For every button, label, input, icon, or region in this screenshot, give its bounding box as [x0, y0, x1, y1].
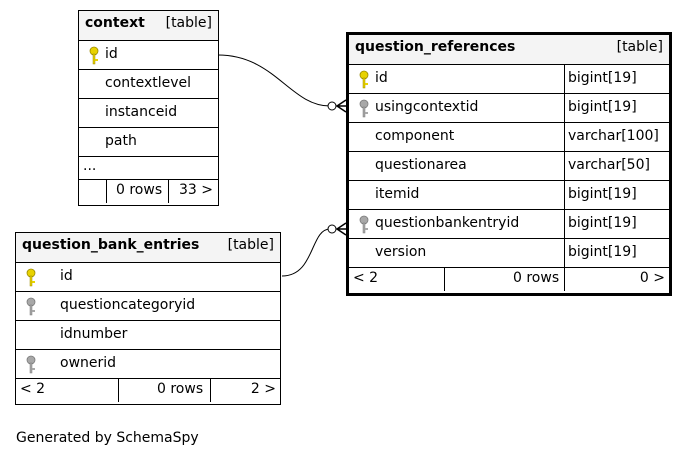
- foreign-key-icon: [26, 355, 36, 374]
- column-type: bigint[19]: [568, 70, 637, 86]
- crow-foot-marker: [335, 222, 347, 236]
- column-name: ownerid: [60, 355, 117, 371]
- table-row[interactable]: questionarea varchar[50]: [349, 151, 669, 180]
- table-row[interactable]: id: [16, 262, 280, 291]
- table-row[interactable]: id: [79, 40, 218, 69]
- column-name: id: [375, 70, 388, 86]
- table-header[interactable]: question_bank_entries [table]: [16, 233, 280, 262]
- table-row[interactable]: instanceid: [79, 98, 218, 127]
- column-type: bigint[19]: [568, 244, 637, 260]
- table-name: context: [85, 15, 145, 31]
- column-name: itemid: [375, 186, 420, 202]
- primary-key-icon: [359, 70, 369, 89]
- table-name: question_references: [355, 39, 516, 55]
- table-row[interactable]: questioncategoryid: [16, 291, 280, 320]
- child-count-link[interactable]: 0 >: [639, 270, 665, 286]
- column-name: path: [105, 133, 137, 149]
- table-row[interactable]: usingcontextid bigint[19]: [349, 93, 669, 122]
- table-row[interactable]: path: [79, 127, 218, 156]
- optional-marker: [327, 224, 337, 234]
- table-kind-label: [table]: [616, 39, 663, 55]
- table-row[interactable]: ownerid: [16, 349, 280, 378]
- row-count: 0 rows: [157, 381, 204, 397]
- optional-marker: [327, 101, 337, 111]
- crow-foot-marker: [335, 99, 347, 113]
- table-footer: < 2 0 rows 0 >: [349, 267, 669, 291]
- column-name: usingcontextid: [375, 99, 479, 115]
- table-row[interactable]: questionbankentryid bigint[19]: [349, 209, 669, 238]
- column-type: varchar[50]: [568, 157, 650, 173]
- column-type: varchar[100]: [568, 128, 659, 144]
- column-name: version: [375, 244, 427, 260]
- column-name: component: [375, 128, 455, 144]
- more-columns-row[interactable]: ...: [79, 156, 218, 179]
- table-row[interactable]: itemid bigint[19]: [349, 180, 669, 209]
- parent-count-link[interactable]: < 2: [353, 270, 379, 286]
- column-type: bigint[19]: [568, 215, 637, 231]
- column-name: instanceid: [105, 104, 178, 120]
- column-name: questioncategoryid: [60, 297, 196, 313]
- primary-key-icon: [26, 268, 36, 287]
- relation-qbe-to-question-references: [281, 228, 331, 277]
- primary-key-icon: [89, 46, 99, 65]
- foreign-key-icon: [359, 99, 369, 118]
- table-row[interactable]: version bigint[19]: [349, 238, 669, 267]
- column-name: questionarea: [375, 157, 467, 173]
- column-name: idnumber: [60, 326, 128, 342]
- column-name: contextlevel: [105, 75, 192, 91]
- table-question-bank-entries[interactable]: question_bank_entries [table] id questio…: [15, 232, 281, 405]
- parent-count-link[interactable]: < 2: [20, 381, 46, 397]
- relation-context-to-question-references: [217, 54, 331, 107]
- column-name: questionbankentryid: [375, 215, 520, 231]
- child-count-link[interactable]: 2 >: [250, 381, 276, 397]
- column-name: id: [60, 268, 73, 284]
- row-count: 0 rows: [116, 182, 163, 198]
- table-footer: 0 rows 33 >: [79, 179, 218, 203]
- child-count-link[interactable]: 33 >: [179, 182, 213, 198]
- table-row[interactable]: contextlevel: [79, 69, 218, 98]
- table-row[interactable]: id bigint[19]: [349, 64, 669, 93]
- table-header[interactable]: question_references [table]: [349, 35, 669, 64]
- table-header[interactable]: context [table]: [79, 11, 218, 40]
- more-columns-ellipsis: ...: [83, 158, 97, 174]
- foreign-key-icon: [26, 297, 36, 316]
- row-count: 0 rows: [513, 270, 560, 286]
- table-question-references[interactable]: question_references [table] id bigint[19…: [346, 32, 672, 296]
- column-type: bigint[19]: [568, 186, 637, 202]
- table-row[interactable]: component varchar[100]: [349, 122, 669, 151]
- table-name: question_bank_entries: [22, 237, 200, 253]
- foreign-key-icon: [359, 215, 369, 234]
- table-kind-label: [table]: [165, 15, 212, 31]
- table-context[interactable]: context [table] id contextlevel instance…: [78, 10, 219, 206]
- table-footer: < 2 0 rows 2 >: [16, 378, 280, 402]
- generated-by-label: Generated by SchemaSpy: [16, 430, 199, 446]
- table-kind-label: [table]: [227, 237, 274, 253]
- column-type: bigint[19]: [568, 99, 637, 115]
- table-row[interactable]: idnumber: [16, 320, 280, 349]
- column-name: id: [105, 46, 118, 62]
